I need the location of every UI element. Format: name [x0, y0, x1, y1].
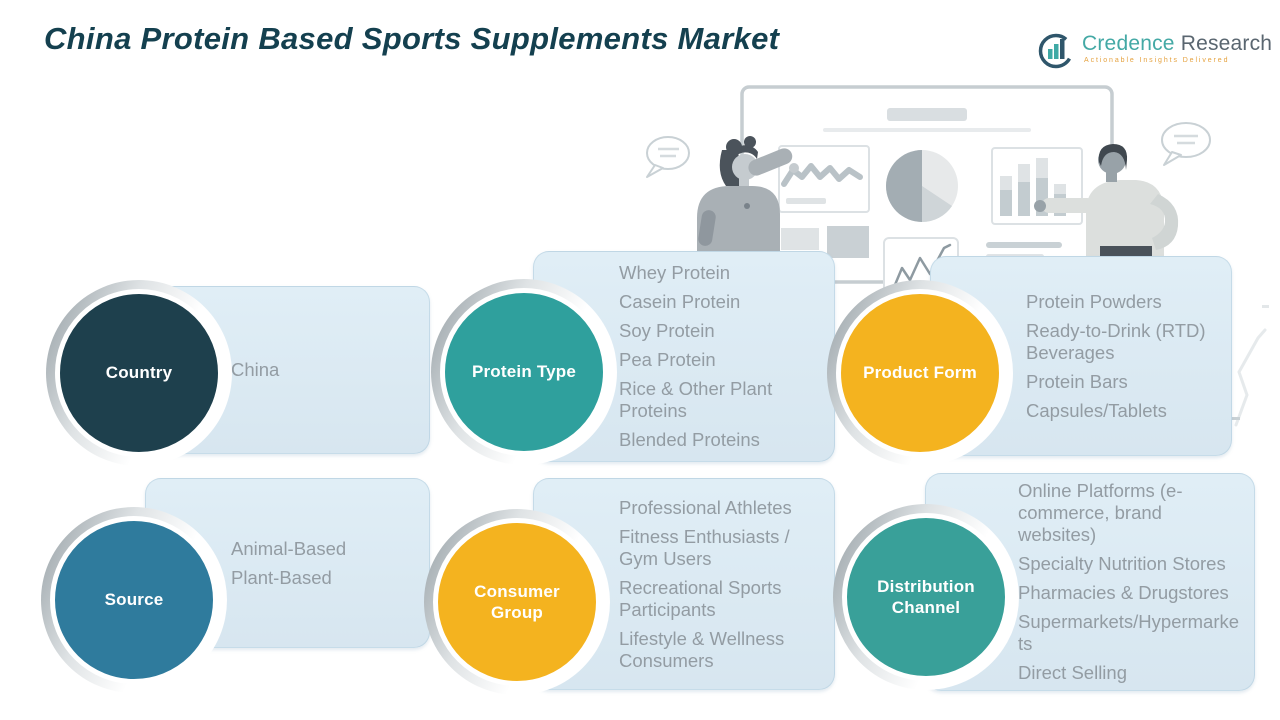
segment-item: Lifestyle & Wellness Consumers [619, 627, 785, 671]
segment-item: Pharmacies & Drugstores [1018, 582, 1229, 603]
product-form-circle-label: Product Form [863, 363, 977, 383]
segment-item: Ready-to-Drink (RTD) Beverages [1026, 319, 1206, 363]
segment-item: Protein Bars [1026, 370, 1128, 392]
segment-item: Direct Selling [1018, 662, 1127, 683]
speech-bubble-icon [646, 136, 690, 178]
source-circle-face: Source [50, 516, 218, 684]
logo-brand-secondary: Research [1180, 32, 1273, 55]
consumer-group-circle-face: Consumer Group [433, 518, 601, 686]
protein-type-circle-face: Protein Type [440, 288, 608, 456]
logo-bar-chart-icon [1038, 33, 1074, 69]
protein-type-circle: Protein Type [431, 279, 617, 465]
credence-logo: Credence Research Actionable Insights De… [1035, 30, 1272, 74]
protein-type-items: Whey Protein Casein Protein Soy Protein … [619, 262, 834, 451]
distribution-channel-panel: Online Platforms (e-commerce, brand webs… [925, 473, 1255, 691]
segment-item: Rice & Other Plant Proteins [619, 378, 773, 421]
segment-item: Capsules/Tablets [1026, 399, 1167, 421]
country-circle-label: Country [105, 363, 173, 383]
segment-item: Whey Protein [619, 262, 731, 283]
pie-chart-icon [886, 150, 958, 223]
segment-item: Supermarkets/Hypermarkets [1018, 611, 1240, 654]
segment-item: Blended Proteins [619, 429, 760, 450]
product-form-circle: Product Form [827, 280, 1013, 466]
segment-item: Professional Athletes [619, 496, 792, 518]
placeholder-block [827, 226, 869, 258]
consumer-group-items: Professional Athletes Fitness Enthusiast… [619, 497, 834, 672]
consumer-group-panel: Professional Athletes Fitness Enthusiast… [533, 478, 835, 690]
country-circle-face: Country [55, 289, 223, 457]
segment-item: Fitness Enthusiasts / Gym Users [619, 525, 790, 569]
segment-item: Casein Protein [619, 291, 741, 312]
distribution-channel-circle: Distribution Channel [833, 504, 1019, 690]
distribution-channel-circle-label: Distribution Channel [877, 576, 975, 617]
country-items: China [231, 359, 429, 381]
segment-item: China [231, 359, 280, 380]
product-form-items: Protein Powders Ready-to-Drink (RTD) Bev… [1026, 291, 1231, 422]
logo-wordmark: Credence Research [1082, 32, 1272, 56]
segment-item: Online Platforms (e-commerce, brand webs… [1018, 480, 1183, 545]
page-title: China Protein Based Sports Supplements M… [44, 21, 780, 56]
source-circle: Source [41, 507, 227, 693]
country-circle: Country [46, 280, 232, 466]
segment-item: Plant-Based [231, 566, 332, 588]
protein-type-circle-label: Protein Type [471, 362, 577, 382]
distribution-channel-items: Online Platforms (e-commerce, brand webs… [1018, 480, 1254, 684]
segment-item: Specialty Nutrition Stores [1018, 553, 1226, 574]
speech-bubble-icon [1161, 122, 1211, 166]
source-circle-label: Source [104, 590, 164, 610]
segment-item: Recreational Sports Participants [619, 576, 782, 620]
consumer-group-circle: Consumer Group [424, 509, 610, 695]
segment-item: Soy Protein [619, 320, 715, 341]
consumer-group-circle-label: Consumer Group [474, 581, 560, 622]
faint-chart-sketch [1226, 305, 1269, 427]
placeholder-line [986, 242, 1062, 248]
source-items: Animal-Based Plant-Based [231, 538, 429, 589]
logo-brand-primary: Credence [1082, 32, 1175, 55]
distribution-channel-circle-face: Distribution Channel [842, 513, 1010, 681]
placeholder-block [781, 228, 819, 250]
segment-item: Animal-Based [231, 537, 347, 559]
line-chart-icon [778, 145, 870, 213]
logo-tagline: Actionable Insights Delivered [1084, 57, 1230, 64]
segment-item: Protein Powders [1026, 290, 1162, 312]
product-form-circle-face: Product Form [836, 289, 1004, 457]
segment-item: Pea Protein [619, 349, 716, 370]
